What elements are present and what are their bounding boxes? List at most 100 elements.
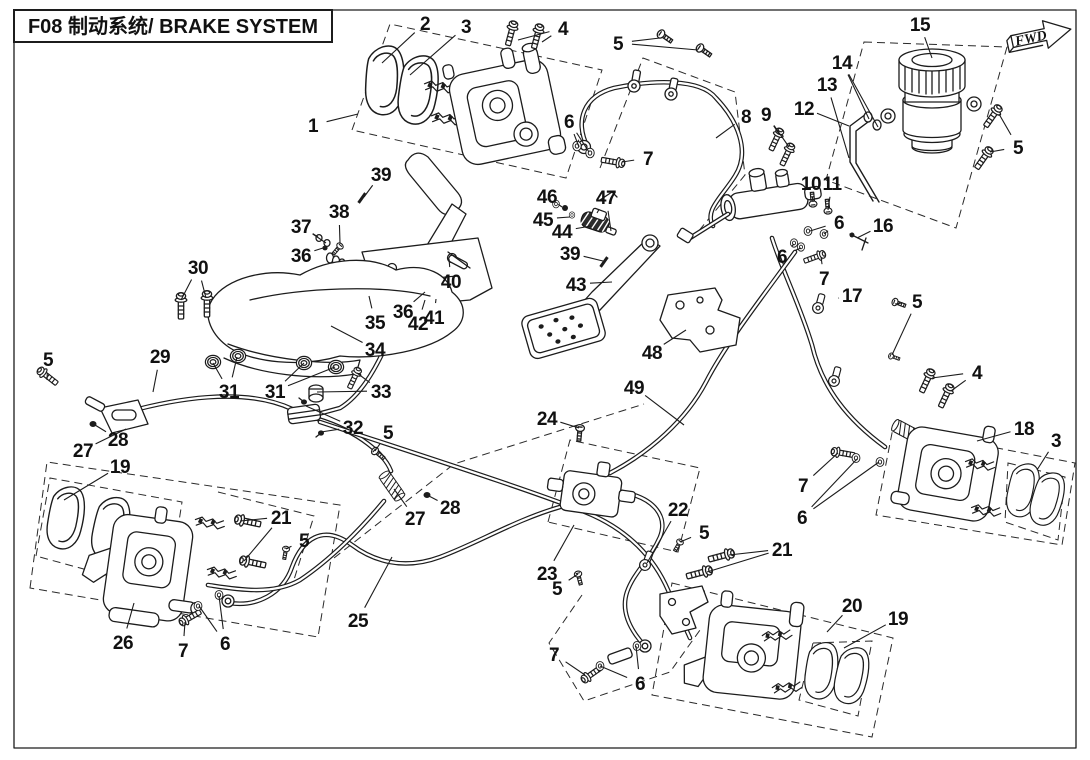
leader-line-15 xyxy=(924,37,933,59)
leader-line-12 xyxy=(816,112,850,127)
rear-left-brake-caliper xyxy=(81,506,200,628)
callout-17: 17 xyxy=(842,286,862,307)
fwd-arrow: FWD xyxy=(1006,20,1072,54)
console-cover xyxy=(207,259,464,364)
leader-line-28 xyxy=(94,424,107,433)
callout-24: 24 xyxy=(537,409,558,430)
rear-left-brake-pad xyxy=(45,484,87,551)
brake-fluid-reservoir xyxy=(880,48,1006,173)
leader-line-25 xyxy=(364,556,393,608)
callout-14: 14 xyxy=(832,53,853,74)
leader-line-48 xyxy=(663,329,687,345)
callout-1: 1 xyxy=(308,116,319,137)
callout-26: 26 xyxy=(113,633,133,654)
leader-line-9 xyxy=(773,125,790,148)
leader-line-31 xyxy=(212,362,223,380)
callout-28: 28 xyxy=(108,430,128,451)
caliper-mount-bolt xyxy=(706,546,737,566)
caliper-bracket xyxy=(659,585,709,635)
leader-line-18 xyxy=(976,431,1011,442)
hard-brake-pipe xyxy=(849,113,874,202)
callout-7: 7 xyxy=(643,149,653,170)
callout-4: 4 xyxy=(558,19,569,40)
leader-line-49 xyxy=(644,395,685,426)
mount-bolt xyxy=(776,140,798,168)
leader-line-7 xyxy=(565,661,586,676)
leader-line-21 xyxy=(706,552,769,573)
leader-line-8 xyxy=(715,123,736,139)
clamp-screw xyxy=(887,351,902,363)
callout-5: 5 xyxy=(552,579,563,600)
brake-pedal-assembly xyxy=(521,191,741,360)
callout-7: 7 xyxy=(819,269,829,290)
sealing-washer xyxy=(851,453,861,463)
leader-line-14 xyxy=(848,73,879,128)
leader-line-31 xyxy=(231,356,238,378)
leader-line-4 xyxy=(517,31,550,41)
leader-line-5 xyxy=(285,545,292,550)
callout-22: 22 xyxy=(668,500,688,521)
leader-line-24 xyxy=(560,421,580,429)
front-right-brake-caliper xyxy=(890,425,999,522)
leader-line-27 xyxy=(95,428,127,445)
clamp-screw xyxy=(655,27,675,46)
leader-line-32 xyxy=(320,428,340,433)
leader-line-21 xyxy=(243,527,273,562)
pushrod-clevis xyxy=(676,227,694,244)
callout-5: 5 xyxy=(613,34,624,55)
callout-39: 39 xyxy=(560,244,580,265)
dashed-assembly-boxes xyxy=(29,23,1076,738)
leader-line-3 xyxy=(409,34,456,76)
rear-brake-pipe xyxy=(607,249,798,476)
page-border xyxy=(13,9,1077,749)
leader-line-19 xyxy=(63,472,109,501)
callout-47: 47 xyxy=(596,188,616,209)
callout-5: 5 xyxy=(43,350,54,371)
callout-34: 34 xyxy=(365,340,386,361)
callout-7: 7 xyxy=(798,476,808,497)
callout-45: 45 xyxy=(533,210,554,231)
callout-6: 6 xyxy=(797,508,807,529)
leader-line-5 xyxy=(894,302,904,305)
leader-line-31 xyxy=(284,362,305,382)
leader-line-6 xyxy=(811,458,858,508)
callout-38: 38 xyxy=(329,202,349,223)
callout-7: 7 xyxy=(549,645,559,666)
leader-line-6 xyxy=(573,133,580,148)
callout-37: 37 xyxy=(291,217,311,238)
callout-8: 8 xyxy=(741,107,751,128)
callout-6: 6 xyxy=(564,112,574,133)
callout-25: 25 xyxy=(348,611,369,632)
callout-43: 43 xyxy=(566,275,586,296)
leader-line-29 xyxy=(152,369,158,393)
reservoir-bolt xyxy=(980,102,1006,131)
callout-3: 3 xyxy=(1051,431,1061,452)
sealing-washer xyxy=(789,238,799,248)
caliper-mount-bolt xyxy=(232,512,263,531)
leader-line-4 xyxy=(950,379,967,392)
pad-retainer-clip xyxy=(193,515,226,531)
callout-20: 20 xyxy=(842,596,862,617)
callout-29: 29 xyxy=(150,347,170,368)
sealing-washer xyxy=(875,457,885,467)
leader-line-7 xyxy=(621,159,635,163)
leader-line-7 xyxy=(183,621,186,637)
callout-13: 13 xyxy=(817,75,837,96)
clevis-pin xyxy=(599,256,609,268)
rear-right-caliper-assembly xyxy=(578,537,872,707)
callout-15: 15 xyxy=(910,15,931,36)
callout-41: 41 xyxy=(424,308,445,329)
leader-line-5 xyxy=(891,313,912,356)
callout-44: 44 xyxy=(552,222,573,243)
callout-36: 36 xyxy=(393,302,413,323)
callout-7: 7 xyxy=(178,641,188,662)
callout-18: 18 xyxy=(1014,419,1034,440)
leader-line-33 xyxy=(356,372,371,384)
leader-line-43 xyxy=(589,281,613,284)
callout-35: 35 xyxy=(365,313,386,334)
callout-27: 27 xyxy=(73,441,93,462)
callout-16: 16 xyxy=(873,216,893,237)
callout-19: 19 xyxy=(110,457,130,478)
outlet-fitting xyxy=(822,198,833,215)
